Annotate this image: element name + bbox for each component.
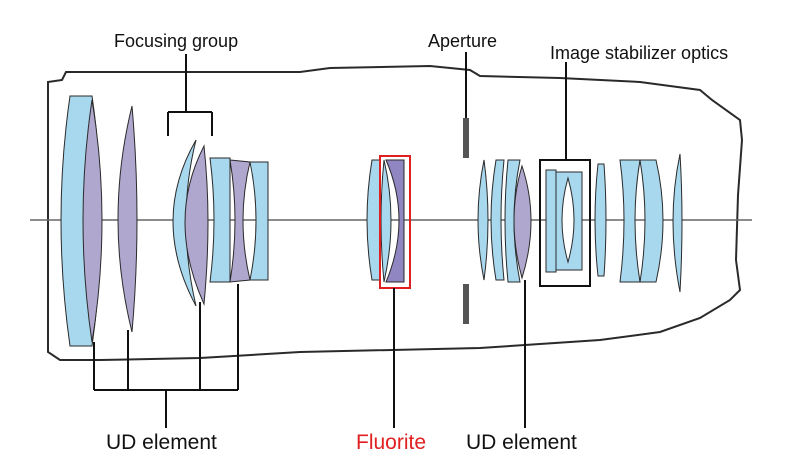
aperture-blade-top (463, 118, 469, 158)
focus-lens-4-ud (229, 159, 251, 283)
rear-lens-4-ud (513, 164, 532, 280)
fluorite-lens-front (380, 159, 392, 283)
aperture-label: Aperture (428, 31, 498, 51)
focusing-group-label: Focusing group (114, 31, 239, 51)
rear-lens-8 (672, 153, 683, 293)
aperture-blade-bottom (463, 284, 469, 324)
fluorite-lens (385, 159, 405, 283)
image-stabilizer-label: Image stabilizer optics (550, 43, 729, 63)
front-lens-3-ud (117, 105, 138, 333)
middle-lens-1 (366, 159, 381, 281)
is-lens-1 (545, 169, 557, 273)
is-lens-inner (561, 176, 575, 264)
focus-lens-3 (209, 157, 231, 283)
rear-lens-2 (490, 159, 505, 281)
rear-lens-6 (619, 159, 641, 283)
fluorite-label: Fluorite (356, 431, 427, 454)
rear-lens-3 (504, 159, 521, 283)
front-lens-2-ud (82, 99, 103, 343)
ud-element-left-label: UD element (106, 431, 217, 454)
rear-lens-5 (594, 163, 607, 277)
focus-lens-2-ud (184, 144, 209, 306)
lens-barrel-outline (47, 64, 744, 361)
focus-lens-5 (249, 161, 269, 281)
rear-lens-1 (477, 159, 489, 281)
focusing-group-bracket (167, 54, 213, 136)
rear-lens-7 (639, 159, 664, 283)
ud-element-left-bracket (93, 284, 239, 428)
ud-element-right-label: UD element (466, 431, 577, 454)
